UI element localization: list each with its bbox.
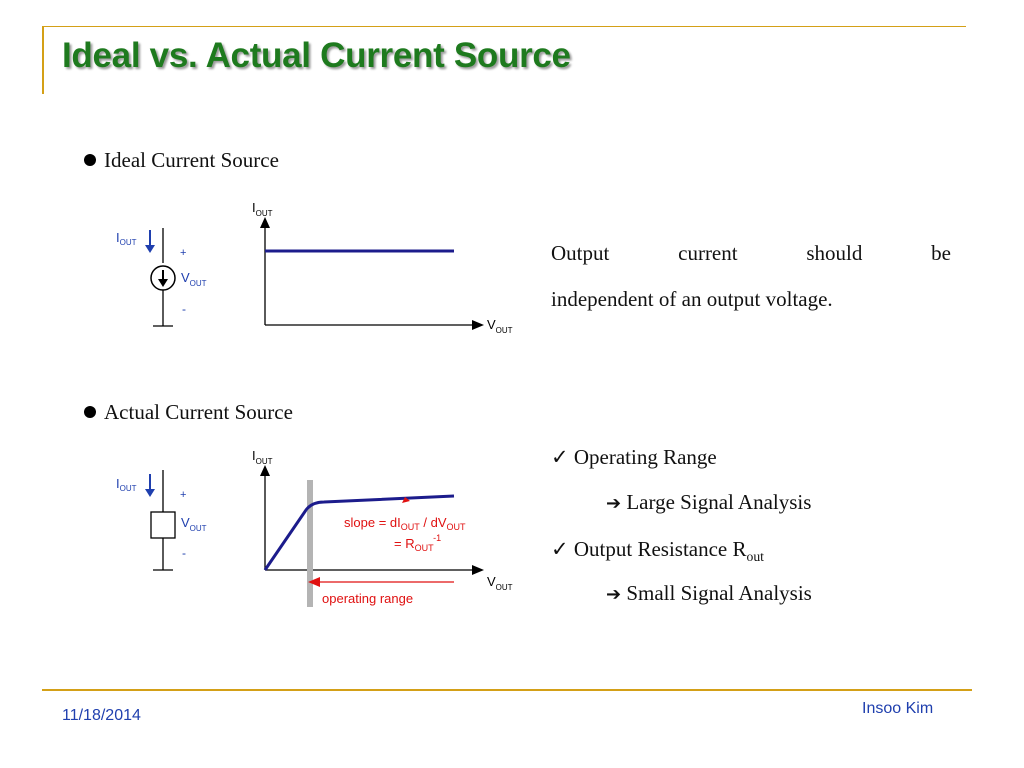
ideal-description: Output current should be independent of … [551, 230, 951, 322]
ideal-minus-sign: - [182, 302, 186, 316]
footer-rule [42, 689, 972, 691]
slide-title: Ideal vs. Actual Current Source [62, 36, 571, 75]
ideal-x-axis-arrow [472, 320, 484, 330]
check-icon: ✓ [551, 537, 569, 561]
point-small-signal: ➔ Small Signal Analysis [606, 581, 812, 606]
point-text: Output Resistance R [573, 537, 747, 561]
actual-iv-graph: IOUT slope = dIOUT / dVOUT = ROUT-1 oper… [252, 448, 513, 607]
ideal-heading: Ideal Current Source [84, 148, 279, 173]
ideal-current-arrow-head [145, 245, 155, 253]
operating-range-arrow-head [308, 577, 320, 587]
slope-annotation: slope = dIOUT / dVOUT [344, 515, 466, 532]
point-text: Small Signal Analysis [626, 581, 812, 605]
ideal-circuit-i-label: IOUT [116, 230, 137, 247]
point-subscript: out [746, 549, 764, 565]
check-icon: ✓ [551, 445, 569, 469]
description-line-2: independent of an output voltage. [551, 287, 833, 311]
actual-heading: Actual Current Source [84, 400, 293, 425]
description-word: current [678, 241, 738, 265]
point-large-signal: ➔ Large Signal Analysis [606, 490, 811, 515]
ideal-y-axis-arrow [260, 217, 270, 228]
actual-circuit-diagram: IOUT + VOUT - [116, 470, 207, 571]
operating-range-boundary [307, 480, 313, 607]
actual-circuit-v-label: VOUT [181, 515, 207, 533]
actual-iv-curve [263, 494, 455, 571]
point-text: Large Signal Analysis [626, 490, 812, 514]
footer-date: 11/18/2014 [62, 707, 141, 724]
actual-plus-sign: + [180, 489, 186, 501]
title-accent-bar [42, 26, 44, 94]
ideal-iv-graph: IOUT VOUT [252, 200, 513, 335]
ideal-graph-x-label: VOUT [487, 317, 513, 335]
point-output-resistance: ✓ Output Resistance Rout [551, 537, 764, 565]
source-arrow-head [158, 279, 168, 287]
ideal-circuit-diagram: IOUT + VOUT - [116, 228, 207, 327]
nonideal-source-box [150, 511, 176, 539]
point-text: Operating Range [573, 445, 717, 469]
top-rule [42, 26, 966, 27]
resistance-annotation: = ROUT-1 [394, 533, 441, 553]
slope-marker [402, 497, 410, 503]
description-line-1: Output current should be [551, 230, 951, 276]
footer-author: Insoo Kim [862, 700, 934, 717]
ideal-plus-sign: + [180, 247, 186, 259]
actual-y-axis-arrow [260, 465, 270, 476]
actual-x-axis-arrow [472, 565, 484, 575]
bullet-dot [84, 406, 96, 418]
actual-minus-sign: - [182, 546, 186, 560]
description-word: Output [551, 241, 610, 265]
actual-current-arrow-head [145, 489, 155, 497]
actual-graph-y-label: IOUT [252, 448, 273, 466]
actual-graph-x-label: VOUT [487, 574, 513, 592]
point-operating-range: ✓ Operating Range [551, 445, 717, 470]
description-word: should [806, 241, 863, 265]
actual-heading-text: Actual Current Source [104, 400, 293, 424]
bullet-dot [84, 154, 96, 166]
ideal-circuit-v-label: VOUT [181, 270, 207, 288]
actual-circuit-i-label: IOUT [116, 476, 137, 493]
operating-range-label: operating range [322, 591, 413, 606]
description-word: be [931, 241, 951, 265]
ideal-heading-text: Ideal Current Source [104, 148, 279, 172]
arrow-right-icon: ➔ [606, 584, 622, 605]
arrow-right-icon: ➔ [606, 493, 622, 514]
ideal-graph-y-label: IOUT [252, 200, 273, 218]
